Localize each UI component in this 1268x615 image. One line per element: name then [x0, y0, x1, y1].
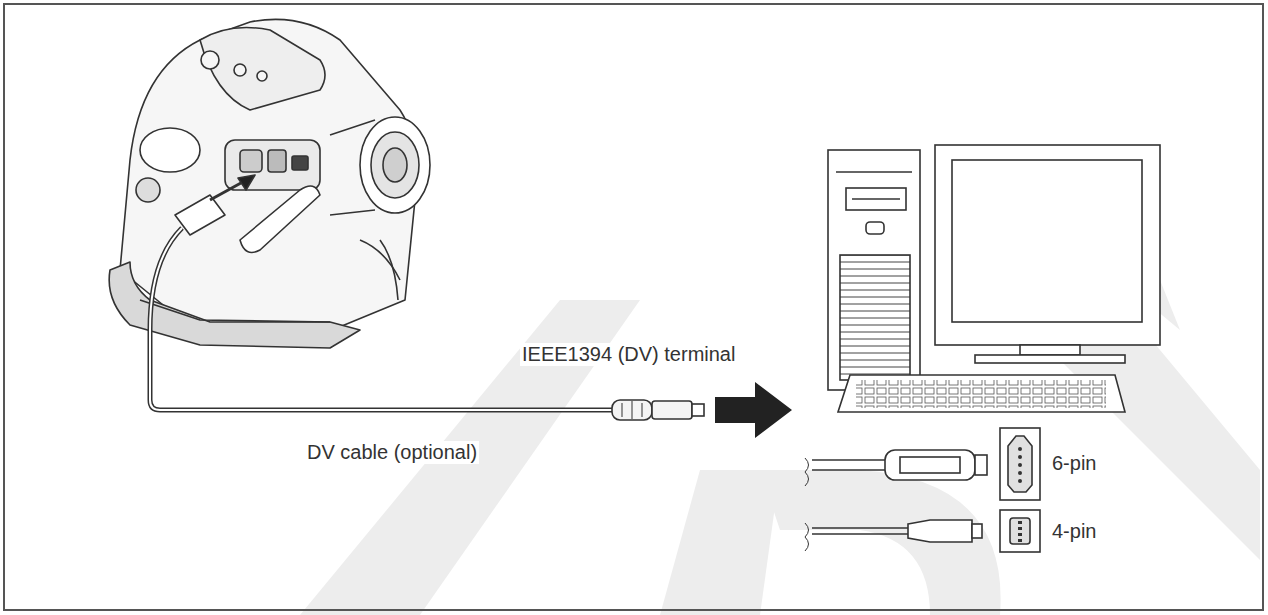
dv-cable	[150, 228, 704, 420]
svg-text:​: ​	[364, 209, 371, 210]
direction-arrow	[715, 382, 792, 438]
plug-6-pin	[805, 428, 1040, 500]
callout-label: IEEE1394 (DV) terminal	[520, 343, 737, 366]
callout-label: DV cable (optional)	[305, 441, 479, 464]
frame	[4, 4, 1263, 610]
pin-label: 4-pin	[1050, 520, 1098, 543]
camcorder: ​	[109, 19, 430, 348]
pin-label: 6-pin	[1050, 452, 1098, 475]
plug-4-pin	[805, 510, 1040, 552]
computer	[828, 145, 1160, 412]
